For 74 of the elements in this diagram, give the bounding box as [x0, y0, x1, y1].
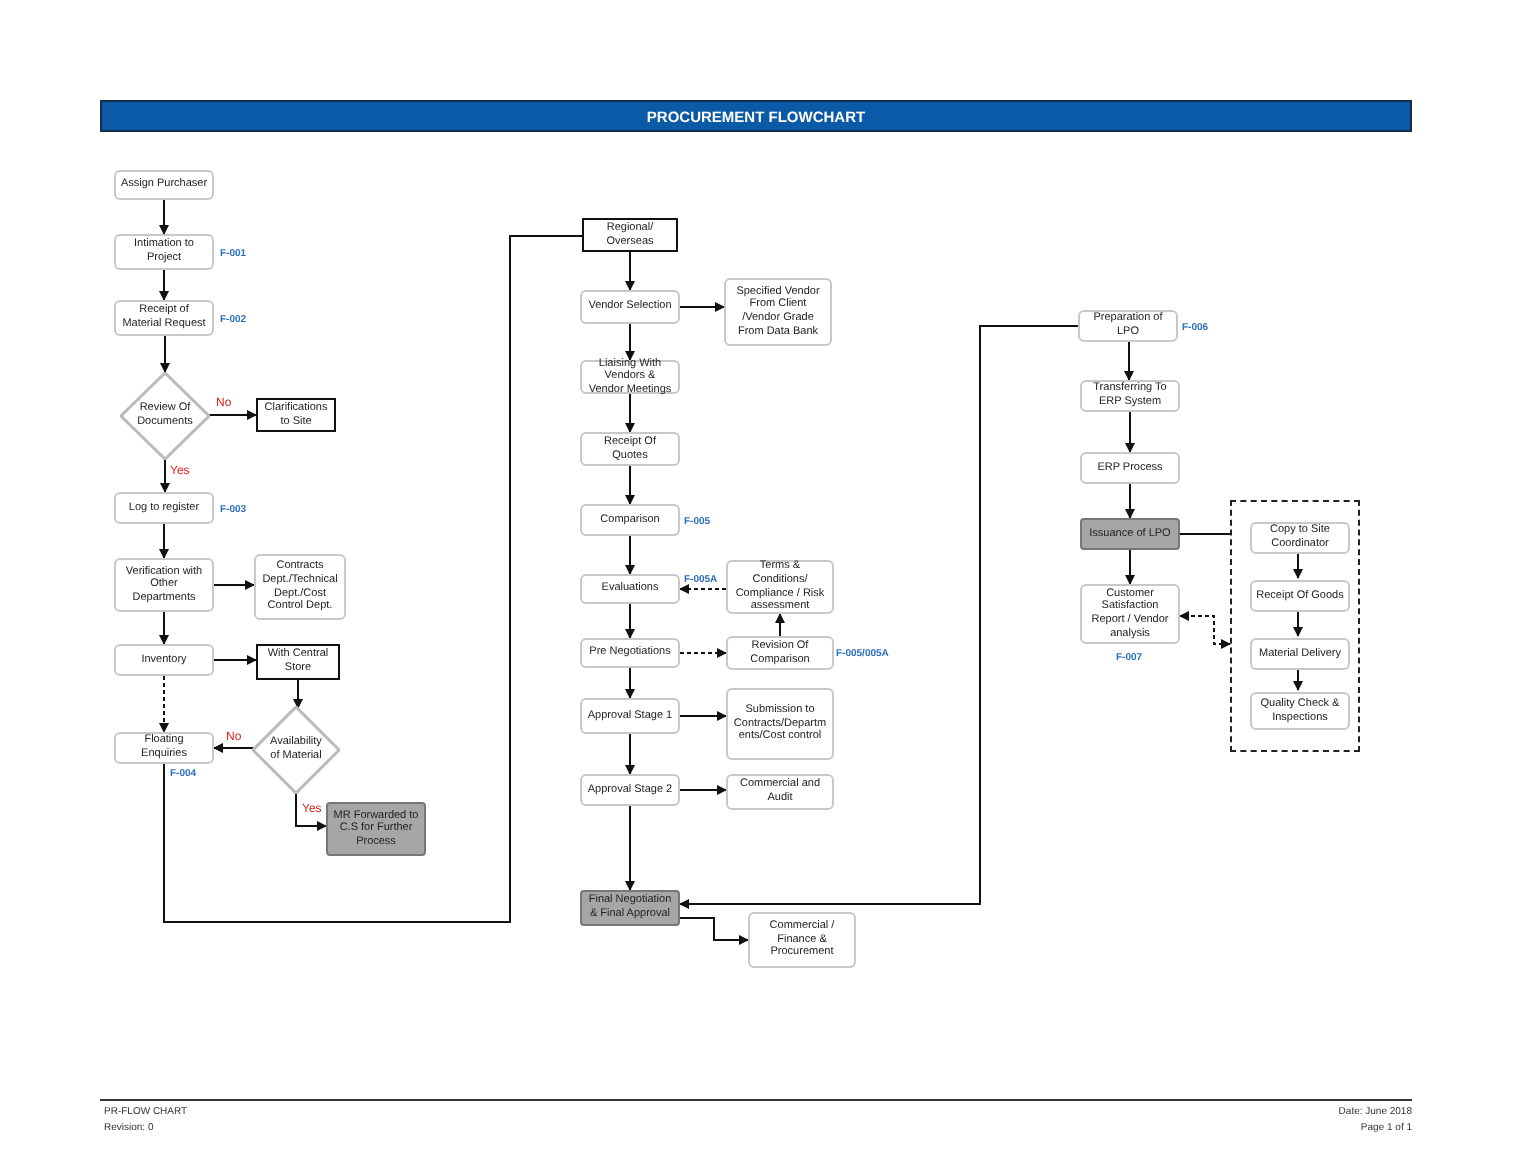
- process-box: [580, 890, 680, 926]
- arrow: [679, 917, 749, 945]
- arrow: [213, 655, 257, 665]
- process-box: [1078, 310, 1178, 342]
- arrow: [213, 580, 255, 590]
- arrow: [213, 743, 255, 753]
- process-box: [726, 636, 834, 670]
- connector-line: [163, 235, 583, 923]
- arrow: [679, 785, 727, 795]
- arrow: [1124, 341, 1134, 381]
- process-box: [114, 732, 214, 764]
- arrow: [625, 535, 635, 575]
- arrow: [1293, 667, 1303, 691]
- process-box: [114, 300, 214, 336]
- process-box: [114, 234, 214, 270]
- process-box: [580, 698, 680, 734]
- arrow: [625, 323, 635, 361]
- arrow: [295, 793, 327, 831]
- process-box: [580, 774, 680, 806]
- process-box: [1250, 692, 1350, 730]
- arrow: [625, 667, 635, 699]
- arrow: [159, 269, 169, 301]
- process-box: [256, 398, 336, 432]
- process-box: [1080, 452, 1180, 484]
- arrow: [159, 675, 169, 733]
- process-box: [580, 504, 680, 536]
- process-box: [1250, 580, 1350, 612]
- arrow: [293, 679, 303, 709]
- arrow: [625, 251, 635, 291]
- arrow: [1293, 551, 1303, 579]
- arrow: [1125, 411, 1135, 453]
- process-box: [748, 912, 856, 968]
- arrow: [679, 584, 727, 594]
- arrow: [679, 325, 1079, 909]
- process-box: [256, 644, 340, 680]
- process-box: [580, 638, 680, 668]
- arrow: [1125, 483, 1135, 519]
- connector-line: [1179, 533, 1231, 535]
- process-box: [114, 492, 214, 524]
- arrow: [159, 199, 169, 235]
- arrow: [625, 603, 635, 639]
- arrow: [159, 611, 169, 645]
- arrow: [160, 459, 170, 493]
- arrow: [1179, 611, 1231, 649]
- arrow: [625, 465, 635, 505]
- arrow: [775, 613, 785, 637]
- process-box: [1250, 522, 1350, 554]
- process-box: [1080, 584, 1180, 644]
- arrow: [679, 648, 727, 658]
- process-box: [1080, 518, 1180, 550]
- process-box: [580, 432, 680, 466]
- process-box: [1080, 380, 1180, 412]
- process-box: [726, 774, 834, 810]
- process-box: [580, 574, 680, 604]
- process-box: [726, 688, 834, 760]
- process-box: [724, 278, 832, 346]
- arrow: [208, 410, 257, 420]
- process-box: [114, 170, 214, 200]
- arrow: [625, 393, 635, 433]
- arrow: [160, 335, 170, 373]
- arrow: [625, 733, 635, 775]
- arrow: [159, 523, 169, 559]
- process-box: [580, 290, 680, 324]
- process-box: [582, 218, 678, 252]
- arrow: [1293, 609, 1303, 637]
- process-box: [114, 644, 214, 676]
- process-box: [580, 360, 680, 394]
- dash-dot-group-box: [1230, 500, 1360, 752]
- process-box: [114, 558, 214, 612]
- arrow: [679, 711, 727, 721]
- arrow: [1125, 549, 1135, 585]
- arrow: [625, 805, 635, 891]
- arrow: [679, 302, 725, 312]
- process-box: [1250, 638, 1350, 670]
